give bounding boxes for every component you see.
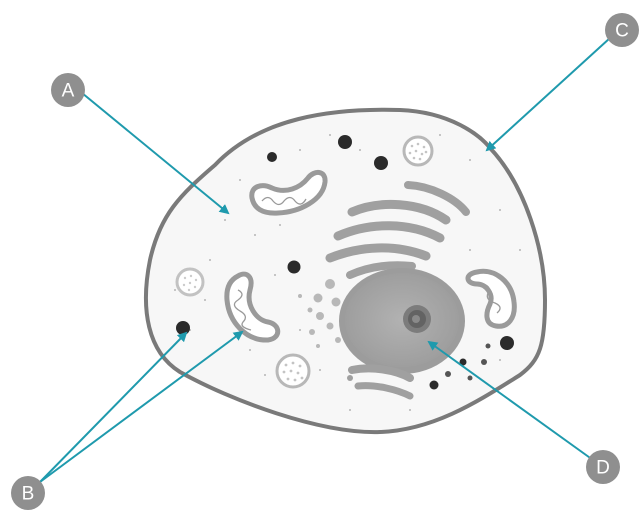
nucleus	[339, 268, 465, 374]
arrow-b-1	[40, 333, 186, 482]
lysosome-left	[177, 269, 203, 295]
arrow-b-2	[40, 332, 242, 482]
label-a: A	[51, 73, 85, 107]
lysosome-top	[404, 137, 432, 165]
label-b-text: B	[22, 484, 35, 505]
arrow-c	[487, 38, 610, 150]
label-c: C	[605, 13, 639, 47]
label-c-text: C	[615, 21, 629, 42]
label-b: B	[11, 476, 45, 510]
label-d-text: D	[596, 458, 610, 479]
nucleolus	[403, 305, 431, 333]
label-d: D	[586, 450, 620, 484]
label-a-text: A	[62, 81, 75, 102]
lysosome-bottom	[277, 355, 309, 387]
arrow-a	[82, 93, 228, 213]
